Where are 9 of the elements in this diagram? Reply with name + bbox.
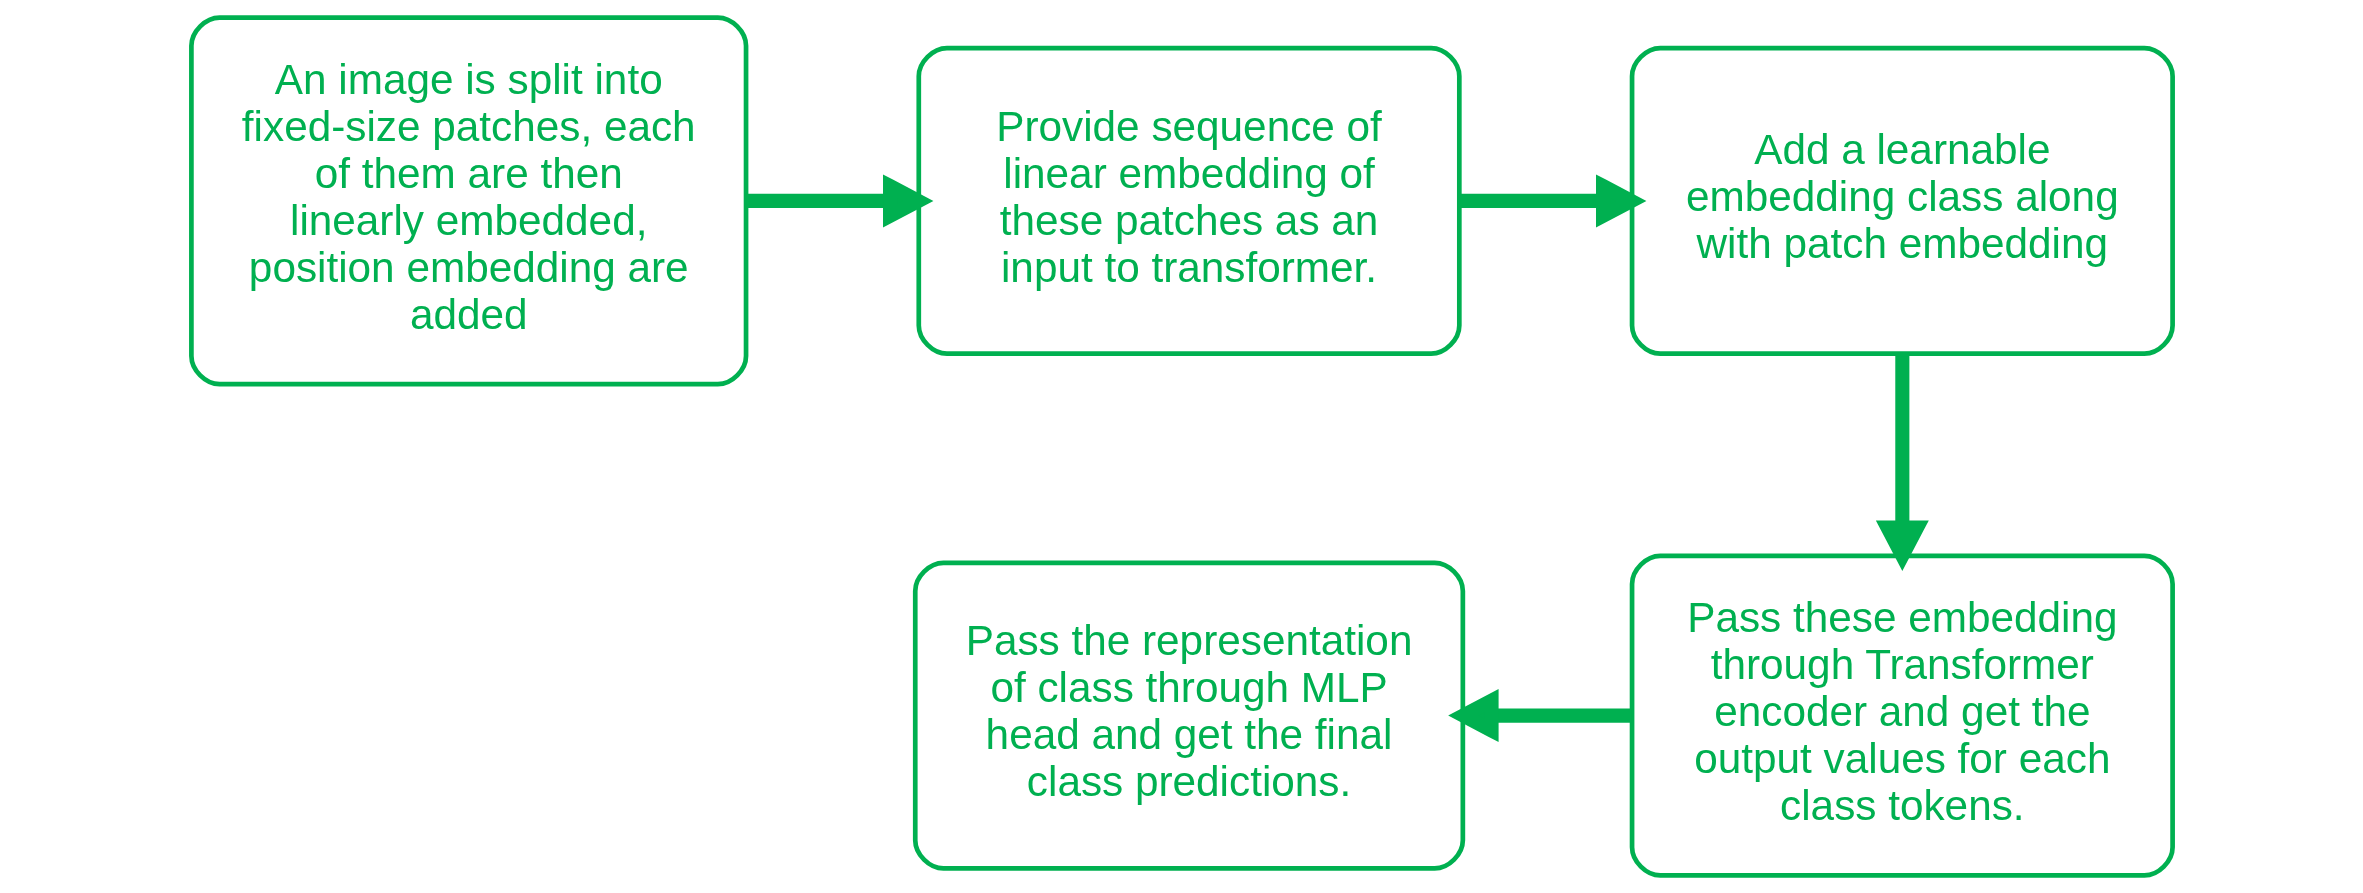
arrow <box>746 174 933 228</box>
node-box: Provide sequence of linear embedding of these patches as an input to transformer. <box>915 45 1462 357</box>
node-box: Pass these embedding through Transformer encoder and get the output values for each class tokens. <box>1629 553 2175 878</box>
node-box: Pass the representation of class through MLP head and get the final class predictions. <box>912 560 1465 871</box>
arrow <box>1875 354 1929 571</box>
arrow <box>1447 689 1631 743</box>
node-box: Add a learnable embedding class along with patch embedding <box>1629 45 2175 357</box>
arrow <box>1459 174 1646 228</box>
node-box: An image is split into fixed-size patches, each of them are then linearly embedded, position embedding are added <box>188 15 748 387</box>
